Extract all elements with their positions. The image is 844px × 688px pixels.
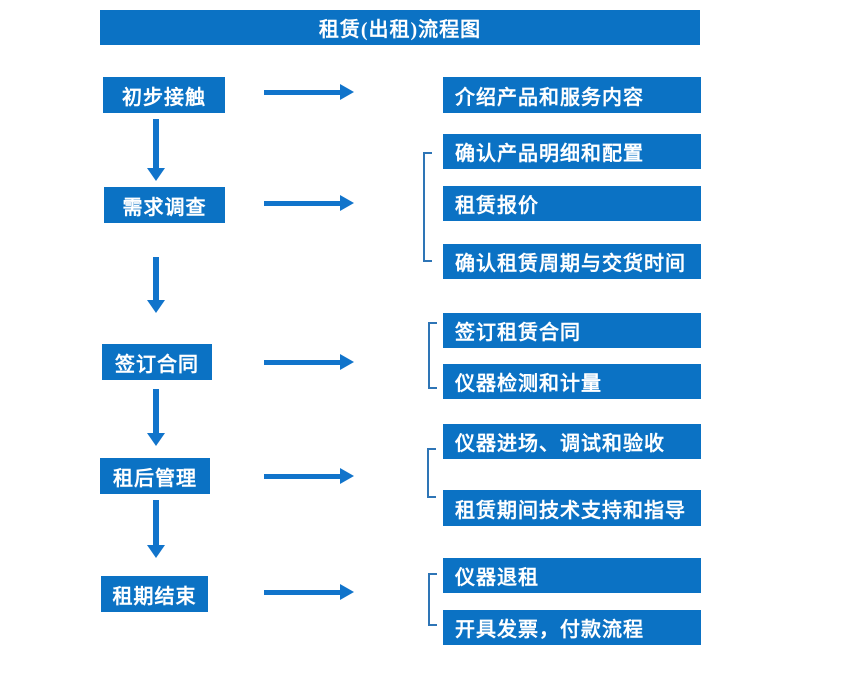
- right-arrow-4-icon: [340, 468, 354, 484]
- bracket-group-demand-survey: [423, 152, 432, 262]
- down-arrow-4-shaft: [153, 500, 159, 545]
- step-box-rental-end: 租期结束: [101, 576, 208, 612]
- down-arrow-1-shaft: [153, 119, 159, 168]
- detail-box-introduce-products: 介绍产品和服务内容: [443, 77, 701, 113]
- step-box-initial-contact: 初步接触: [103, 77, 225, 113]
- right-arrow-1-icon: [340, 84, 354, 100]
- step-box-demand-survey: 需求调查: [104, 187, 225, 223]
- detail-box-rental-quote: 租赁报价: [443, 186, 701, 221]
- down-arrow-1-icon: [147, 168, 165, 181]
- detail-box-confirm-period-delivery: 确认租赁周期与交货时间: [443, 244, 701, 279]
- detail-box-instrument-return: 仪器退租: [443, 558, 701, 593]
- right-arrow-3-shaft: [264, 360, 340, 365]
- detail-box-invoice-payment: 开具发票，付款流程: [443, 610, 701, 645]
- down-arrow-2-shaft: [153, 257, 159, 300]
- detail-box-instrument-testing: 仪器检测和计量: [443, 364, 701, 399]
- right-arrow-2-shaft: [264, 201, 340, 206]
- bracket-group-rental-end: [428, 573, 437, 626]
- down-arrow-3-shaft: [153, 389, 159, 433]
- right-arrow-1-shaft: [264, 90, 340, 95]
- right-arrow-2-icon: [340, 195, 354, 211]
- page-title: 租赁(出租)流程图: [100, 10, 700, 45]
- detail-box-instrument-setup-acceptance: 仪器进场、调试和验收: [443, 424, 701, 459]
- down-arrow-4-icon: [147, 545, 165, 558]
- down-arrow-3-icon: [147, 433, 165, 446]
- step-box-post-rental-management: 租后管理: [100, 458, 210, 494]
- detail-box-tech-support: 租赁期间技术支持和指导: [443, 490, 701, 526]
- right-arrow-5-shaft: [264, 590, 340, 595]
- bracket-group-post-rental-management: [427, 448, 436, 498]
- detail-box-sign-rental-contract: 签订租赁合同: [443, 313, 701, 348]
- bracket-group-sign-contract: [428, 322, 437, 389]
- right-arrow-5-icon: [340, 584, 354, 600]
- detail-box-confirm-product-config: 确认产品明细和配置: [443, 134, 701, 169]
- down-arrow-2-icon: [147, 300, 165, 313]
- right-arrow-4-shaft: [264, 474, 340, 479]
- right-arrow-3-icon: [340, 354, 354, 370]
- step-box-sign-contract: 签订合同: [102, 344, 212, 380]
